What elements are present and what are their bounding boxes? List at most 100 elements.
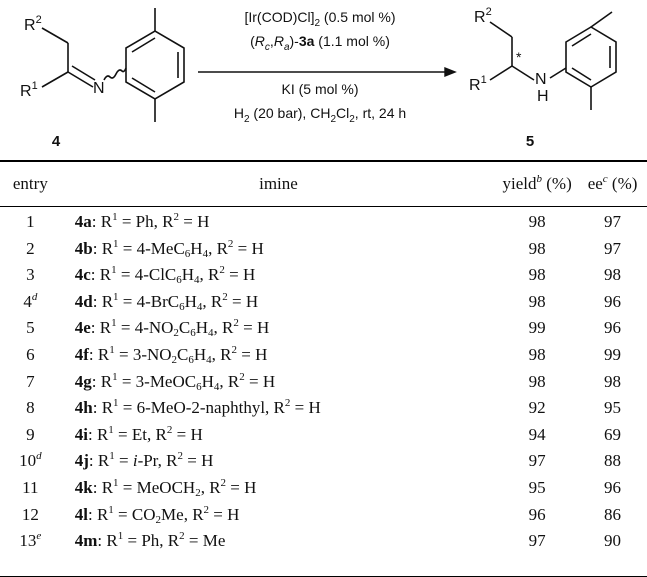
table-row: 8 4h: R1 = 6-MeO-2-naphthyl, R2 = H 92 95 (0, 395, 647, 422)
cell-entry: 9 (26, 424, 35, 444)
cell-yield: 98 (528, 371, 546, 391)
compound-id: 4j (74, 451, 89, 471)
cell-yield: 98 (528, 344, 546, 364)
cell-entry: 3 (26, 265, 35, 285)
cell-entry: 5 (26, 318, 35, 338)
svg-text:(Rc,Ra)-3a (1.1 mol %): (Rc,Ra)-3a (1.1 mol %) (250, 33, 390, 53)
cell-entry: 11 (22, 477, 39, 497)
header-yield: yieldb (%) (496, 162, 579, 207)
cell-ee: 98 (604, 371, 622, 391)
cell-imine: 4k: R1 = MeOCH2, R2 = H (74, 476, 257, 499)
table-row: 1 4a: R1 = Ph, R2 = H 98 97 (0, 207, 647, 236)
cell-imine: 4i: R1 = Et, R2 = H (74, 423, 203, 444)
product-labels: R2 R1 * N H 5 (469, 6, 549, 150)
svg-text:H2 (20 bar), CH2Cl2, rt, 24 h: H2 (20 bar), CH2Cl2, rt, 24 h (234, 105, 406, 125)
compound-id: 4h (74, 398, 93, 418)
cell-imine: 4l: R1 = CO2Me, R2 = H (74, 503, 240, 526)
compound-id: 4f (74, 344, 89, 364)
compound-id: 4a (74, 212, 92, 231)
reactant-labels: R2 R1 N 4 (20, 14, 105, 150)
svg-text:N: N (535, 71, 547, 88)
cell-yield: 98 (528, 238, 546, 258)
reaction-arrow (198, 66, 457, 78)
cell-imine: 4d: R1 = 4-BrC6H4, R2 = H (74, 290, 259, 313)
header-imine: imine (60, 162, 497, 207)
compound-id: 4g (74, 371, 92, 391)
cell-ee: 98 (604, 265, 622, 285)
svg-text:R2: R2 (24, 14, 42, 34)
cell-yield: 94 (528, 424, 546, 444)
compound-id: 4d (74, 291, 93, 311)
reaction-scheme: R2 R1 N 4 [Ir(COD)Cl]2 (0.5 mol %) (Rc,R… (20, 6, 617, 150)
cell-entry: 7 (26, 371, 35, 391)
cell-ee: 96 (604, 477, 622, 497)
svg-text:R1: R1 (20, 80, 38, 100)
compound-id: 4m (74, 531, 98, 551)
cell-imine: 4g: R1 = 3-MeOC6H4, R2 = H (74, 370, 276, 393)
cell-yield: 98 (528, 291, 546, 311)
svg-text:R1: R1 (469, 74, 487, 94)
cell-ee: 96 (604, 318, 622, 338)
table-row: 9 4i: R1 = Et, R2 = H 94 69 (0, 422, 647, 449)
cell-imine: 4h: R1 = 6-MeO-2-naphthyl, R2 = H (74, 397, 321, 418)
cell-entry: 1 (26, 212, 35, 231)
cell-entry: 2 (26, 238, 35, 258)
cell-entry: 12 (21, 504, 39, 524)
cell-ee: 95 (604, 398, 622, 418)
cell-imine: 4f: R1 = 3-NO2C6H4, R2 = H (74, 343, 268, 366)
reaction-conditions: [Ir(COD)Cl]2 (0.5 mol %) (Rc,Ra)-3a (1.1… (234, 9, 406, 125)
table-row: 6 4f: R1 = 3-NO2C6H4, R2 = H 98 99 (0, 342, 647, 369)
cell-entry: 6 (26, 344, 35, 364)
cell-ee: 96 (604, 291, 622, 311)
table-row: 2 4b: R1 = 4-MeC6H4, R2 = H 98 97 (0, 236, 647, 263)
cell-ee: 97 (604, 212, 622, 231)
compound-id: 4c (74, 265, 91, 285)
cell-entry: 10d (19, 450, 42, 471)
compound-id: 4b (74, 238, 93, 258)
cell-yield: 95 (528, 477, 546, 497)
cell-entry: 8 (26, 398, 35, 418)
cell-entry: 13e (19, 530, 42, 551)
cell-yield: 92 (528, 398, 546, 418)
header-ee: eec (%) (578, 162, 647, 207)
cell-imine: 4b: R1 = 4-MeC6H4, R2 = H (74, 237, 264, 260)
cell-yield: 98 (528, 212, 546, 231)
table-header-row: entry imine yieldb (%) eec (%) (0, 162, 647, 207)
results-table: entry imine yieldb (%) eec (%) 1 4a: R1 =… (0, 162, 647, 555)
cell-imine: 4j: R1 = i-Pr, R2 = H (74, 450, 214, 471)
header-entry: entry (0, 162, 61, 207)
table-row: 12 4l: R1 = CO2Me, R2 = H 96 86 (0, 502, 647, 529)
table-row: 10d 4j: R1 = i-Pr, R2 = H 97 88 (0, 448, 647, 475)
cell-imine: 4c: R1 = 4-ClC6H4, R2 = H (74, 264, 256, 287)
product-label: 5 (526, 133, 534, 150)
svg-text:[Ir(COD)Cl]2 (0.5 mol %): [Ir(COD)Cl]2 (0.5 mol %) (244, 9, 395, 29)
cell-ee: 69 (604, 424, 622, 444)
cell-ee: 99 (604, 344, 622, 364)
cell-ee: 88 (604, 451, 622, 471)
table-top-rule (0, 160, 647, 162)
compound-id: 4e (74, 318, 91, 338)
table-row: 11 4k: R1 = MeOCH2, R2 = H 95 96 (0, 475, 647, 502)
compound-id: 4i (74, 424, 88, 444)
svg-text:N: N (93, 80, 105, 97)
cell-imine: 4m: R1 = Ph, R2 = Me (74, 530, 226, 551)
svg-text:R2: R2 (474, 6, 492, 26)
cell-ee: 90 (604, 531, 622, 551)
cell-yield: 96 (528, 504, 546, 524)
svg-text:*: * (516, 49, 522, 65)
compound-id: 4l (74, 504, 88, 524)
reactant-label: 4 (52, 133, 61, 150)
cell-imine: 4a: R1 = Ph, R2 = H (74, 211, 210, 232)
cell-ee: 97 (604, 238, 622, 258)
cell-yield: 99 (528, 318, 546, 338)
cell-entry: 4d (23, 290, 38, 311)
product-structure (489, 11, 617, 110)
cell-yield: 97 (528, 451, 546, 471)
svg-text:H: H (537, 88, 549, 105)
cell-ee: 86 (604, 504, 622, 524)
